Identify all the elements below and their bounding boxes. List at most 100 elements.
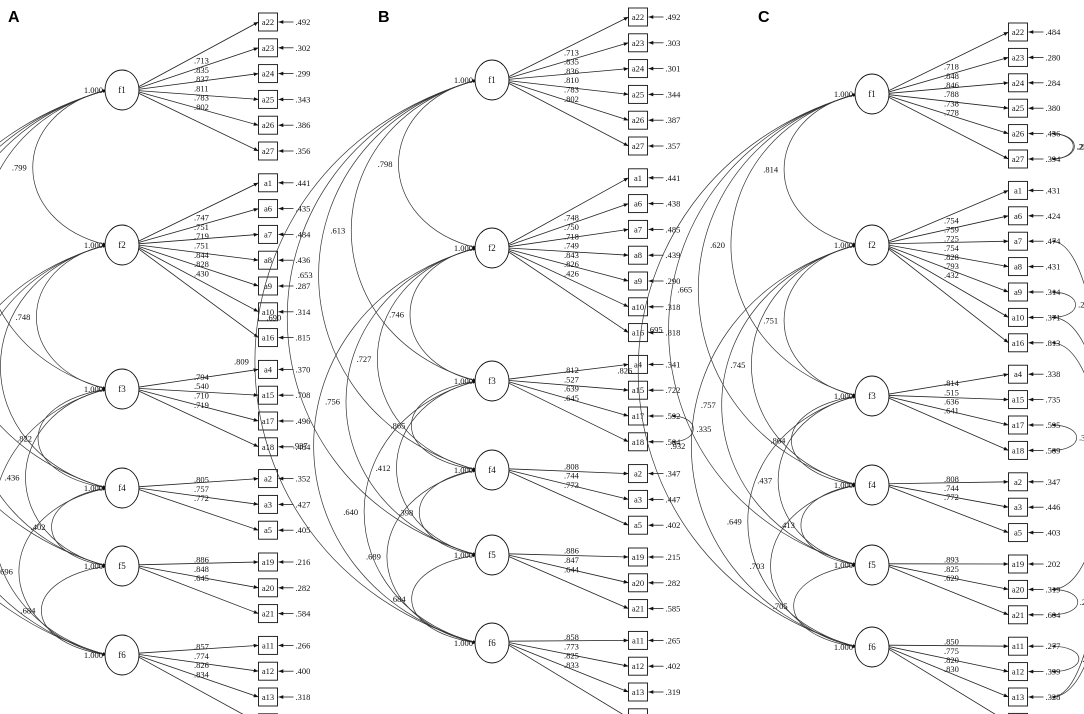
loading-path <box>508 380 629 392</box>
correlation-label: .620 <box>710 240 725 250</box>
factor-label: f4 <box>118 483 126 493</box>
loading-path <box>887 248 1009 344</box>
factor-correlation-arc <box>37 388 108 489</box>
item-label: a5 <box>1014 528 1022 538</box>
loading-path <box>887 96 1009 160</box>
factor-loading: .757 <box>194 484 209 494</box>
factor-variance: 1.000 <box>454 376 473 386</box>
item-label: a21 <box>1012 610 1024 620</box>
item-label: a27 <box>632 141 644 151</box>
loading-path <box>888 94 1009 110</box>
loading-path <box>508 248 629 282</box>
loading-path <box>507 250 629 308</box>
error-variance: .815 <box>296 333 311 343</box>
loading-path <box>138 72 259 90</box>
factor-label: f3 <box>118 384 126 394</box>
residual-covariance-arc <box>671 414 694 444</box>
loading-path <box>138 488 259 531</box>
factor-correlation-arc <box>721 244 858 566</box>
factor-correlation-arc <box>751 244 858 486</box>
loading-path <box>137 92 259 152</box>
item-label: a16 <box>1012 338 1024 348</box>
loading-path <box>887 648 996 714</box>
item-label: a6 <box>634 199 642 209</box>
loading-path <box>888 479 1009 485</box>
item-box <box>1008 257 1028 277</box>
correlation-label: .756 <box>325 397 340 407</box>
error-variance: .436 <box>296 255 311 265</box>
item-box <box>258 578 278 598</box>
factor-circle <box>854 224 890 266</box>
loading-path <box>137 248 259 338</box>
correlation-label: .613 <box>330 226 345 236</box>
correlation-label: .864 <box>770 436 786 446</box>
loading-path <box>888 565 1009 616</box>
loading-path <box>138 477 259 488</box>
item-box <box>628 489 648 509</box>
loading-path <box>888 485 1009 533</box>
factor-loading: .793 <box>944 261 959 271</box>
factor-correlation-arc <box>770 484 858 648</box>
item-label: a11 <box>632 635 644 645</box>
factor-circle <box>854 544 890 586</box>
correlation-label: .665 <box>677 285 692 295</box>
factor-loading: .641 <box>944 406 959 416</box>
factor-loading: .783 <box>564 84 579 94</box>
item-label: a15 <box>1012 395 1024 405</box>
item-box <box>258 38 278 58</box>
item-box <box>258 661 278 681</box>
factor-correlation-arc <box>0 244 108 656</box>
residual-covariance-arc <box>1051 423 1078 453</box>
correlation-label: .412 <box>376 463 391 473</box>
factor-loading: .738 <box>944 98 959 108</box>
error-variance: .343 <box>296 94 311 104</box>
item-box <box>628 59 648 79</box>
error-variance: .484 <box>1046 27 1062 37</box>
factor-correlation-arc <box>318 79 478 471</box>
factor-loading: .847 <box>564 555 579 565</box>
factor-loading: .772 <box>194 493 209 503</box>
loading-path <box>888 395 1009 402</box>
error-variance: .347 <box>1046 477 1061 487</box>
residual-covariance-arc <box>1051 587 1079 617</box>
factor-correlation-arc <box>0 89 108 489</box>
item-label: a21 <box>632 604 644 614</box>
correlation-label: .799 <box>12 163 27 173</box>
loading-path <box>887 31 1009 92</box>
factor-variance: 1.000 <box>454 243 473 253</box>
item-label: a2 <box>264 474 272 484</box>
error-variance: .585 <box>666 604 681 614</box>
loading-path <box>888 646 1009 673</box>
factor-correlation-arc <box>40 564 108 657</box>
error-variance: .370 <box>296 364 311 374</box>
loading-path <box>507 470 629 526</box>
factor-circle <box>474 622 510 664</box>
factor-loading: .426 <box>564 268 579 278</box>
error-variance: .484 <box>296 442 312 452</box>
item-label: a12 <box>632 661 644 671</box>
factor-loading: .848 <box>194 564 209 574</box>
item-label: a1 <box>264 178 272 188</box>
factor-loading: .775 <box>944 646 959 656</box>
factor-loading: .719 <box>194 400 209 410</box>
factor-correlation-arc <box>25 388 108 567</box>
loading-path <box>888 484 1009 509</box>
factor-variance: 1.000 <box>834 391 853 401</box>
factor-correlation-arc <box>0 388 108 656</box>
factor-loading: .754 <box>944 215 960 225</box>
error-variance: .287 <box>296 281 311 291</box>
factor-variance: 1.000 <box>84 650 103 660</box>
correlation-label: .653 <box>298 270 313 280</box>
item-box <box>258 385 278 405</box>
item-box <box>1008 98 1028 118</box>
residual-covariance-label: .217 <box>1078 300 1084 310</box>
item-box <box>1008 523 1028 543</box>
correlation-label: .826 <box>617 366 632 376</box>
factor-loading: .748 <box>564 213 579 223</box>
item-label: a15 <box>262 390 274 400</box>
residual-covariance-arc <box>1051 131 1075 161</box>
factor-correlation-arc <box>747 395 858 648</box>
item-label: a20 <box>1012 584 1024 594</box>
residual-covariance-arc <box>1051 315 1084 592</box>
factor-circle <box>104 545 140 587</box>
